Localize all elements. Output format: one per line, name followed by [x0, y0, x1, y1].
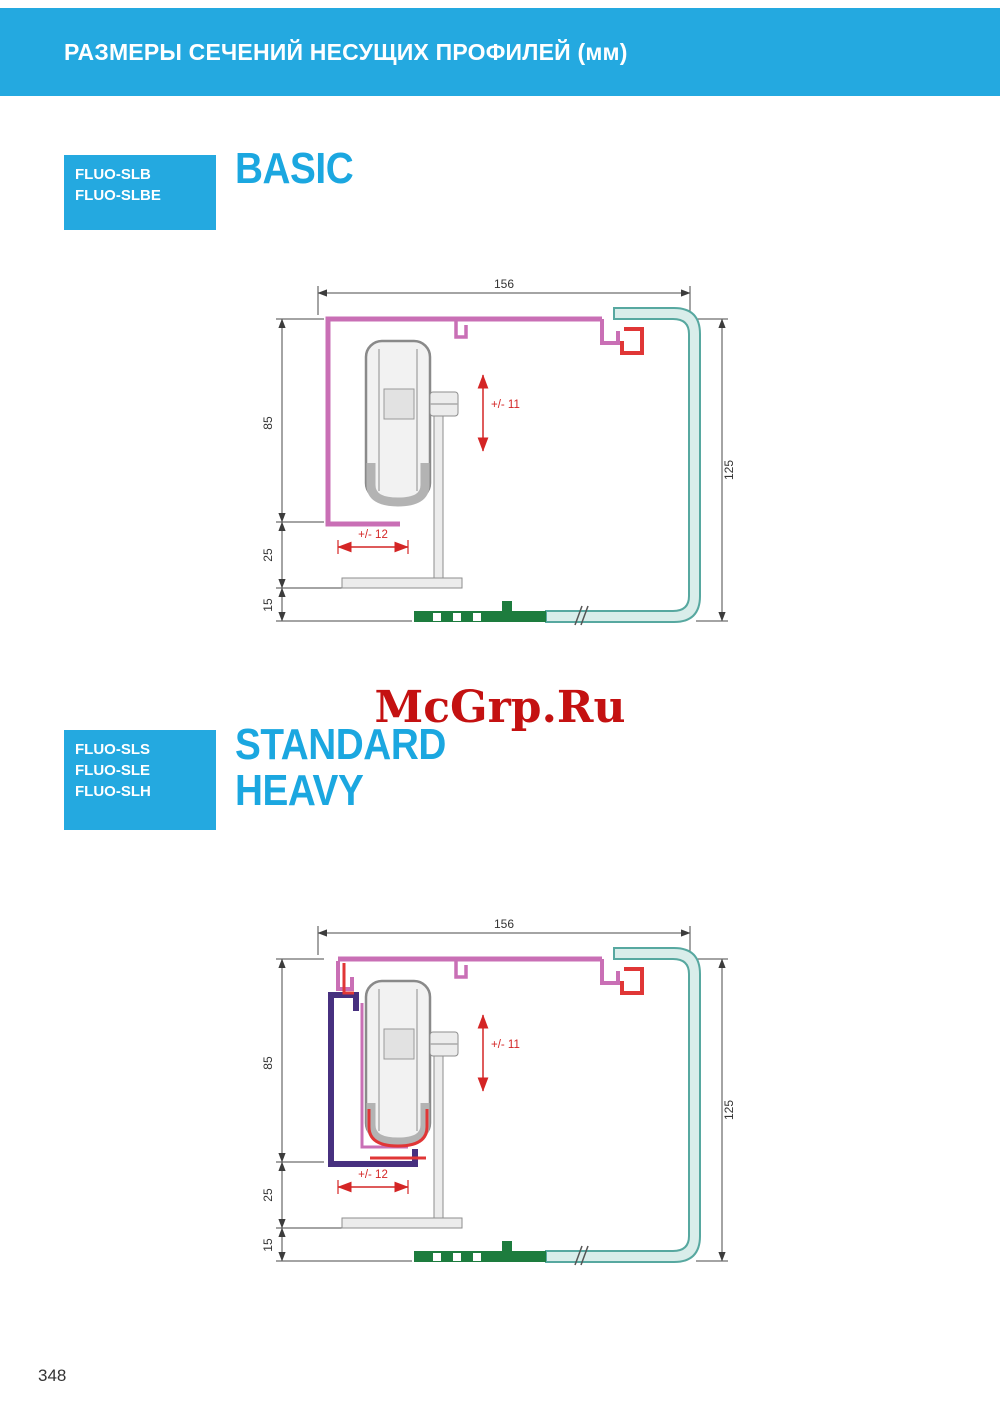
dim-width-label: 156	[494, 917, 514, 931]
model-box-standard: FLUO-SLS FLUO-SLE FLUO-SLH	[64, 730, 216, 830]
dim-15-label: 15	[261, 1238, 275, 1252]
model-label: FLUO-SLS	[75, 741, 150, 758]
purple-reinforcement-profile	[328, 992, 418, 1167]
dim-width-label: 156	[494, 277, 514, 291]
dim-tol11-label: +/- 11	[491, 1039, 520, 1051]
pink-profile-basic	[325, 316, 620, 527]
dim-25-label: 25	[261, 548, 275, 562]
dim-tol12-label: +/- 12	[358, 529, 388, 541]
dim-85-label: 85	[261, 416, 275, 430]
page-title: РАЗМЕРЫ СЕЧЕНИЙ НЕСУЩИХ ПРОФИЛЕЙ (мм)	[64, 38, 628, 65]
dim-125-label: 125	[722, 460, 736, 480]
dim-15-label: 15	[261, 598, 275, 612]
header-bar: РАЗМЕРЫ СЕЧЕНИЙ НЕСУЩИХ ПРОФИЛЕЙ (мм)	[0, 8, 1000, 96]
tolerance-12: +/- 12	[337, 1169, 409, 1194]
section-title-standard: STANDARD HEAVY	[235, 720, 446, 816]
model-box-basic: FLUO-SLB FLUO-SLBE	[64, 155, 216, 230]
tolerance-11: +/- 11	[477, 374, 520, 452]
page-number: 348	[38, 1366, 67, 1385]
red-inserts	[342, 963, 429, 1160]
section-title-basic: BASIC	[235, 144, 354, 193]
standard-heavy-profile-drawing: +/- 11 +/- 12 156 85 25 15 125	[261, 917, 736, 1266]
watermark: McGrp.Ru	[374, 682, 626, 733]
model-label: FLUO-SLH	[75, 783, 151, 800]
tolerance-12: +/- 12	[337, 529, 409, 554]
tolerance-11: +/- 11	[477, 1014, 520, 1092]
dim-tol12-label: +/- 12	[358, 1169, 388, 1181]
model-label: FLUO-SLBE	[75, 187, 161, 204]
dim-25-label: 25	[261, 1188, 275, 1202]
model-label: FLUO-SLB	[75, 166, 151, 183]
dim-125-label: 125	[722, 1100, 736, 1120]
dim-85-label: 85	[261, 1056, 275, 1070]
basic-profile-drawing: +/- 11 +/- 12 156 85 25 15 125	[261, 277, 736, 626]
model-label: FLUO-SLE	[75, 762, 150, 779]
dim-tol11-label: +/- 11	[491, 399, 520, 411]
